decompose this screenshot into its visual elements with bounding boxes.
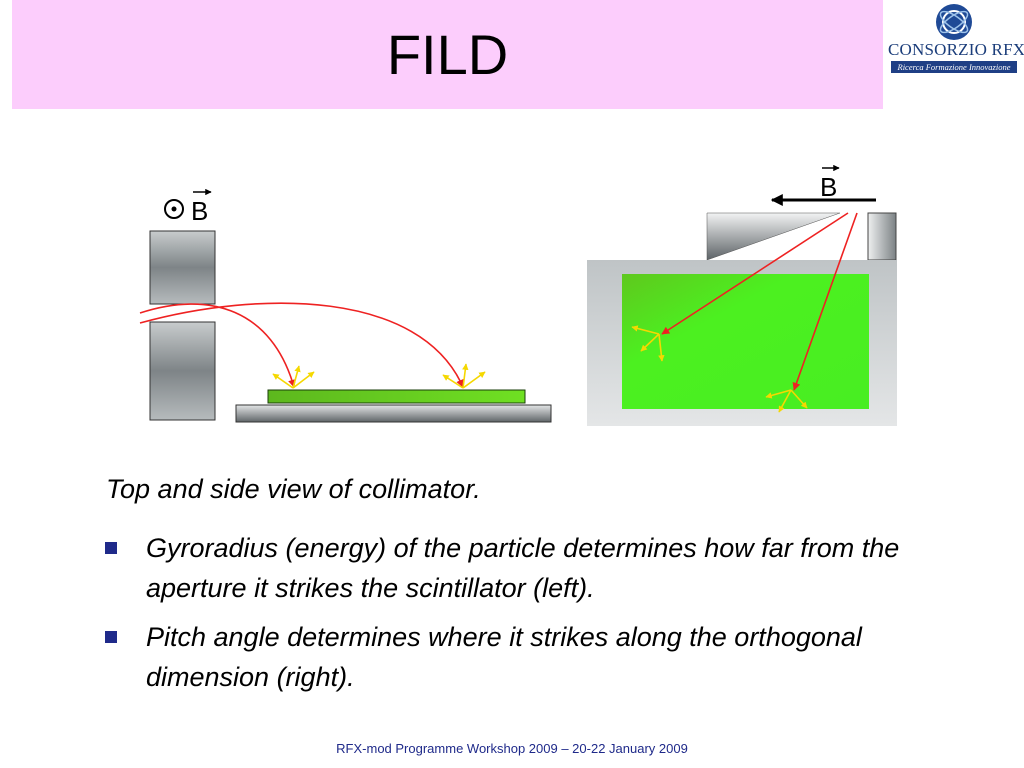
square-bullet-icon xyxy=(105,631,117,643)
b-field-out-of-page-icon xyxy=(164,199,184,219)
right-b-label: B xyxy=(820,172,837,202)
bullet-item: Gyroradius (energy) of the particle dete… xyxy=(100,528,980,608)
short-gyroradius-trajectory xyxy=(139,303,296,388)
consorzio-rfx-logo: CONSORZIO RFX Ricerca Formazione Innovaz… xyxy=(888,2,1024,74)
emission-arrows-upper xyxy=(631,325,665,362)
long-gyroradius-trajectory xyxy=(139,302,464,388)
collimator-side-block xyxy=(867,212,897,261)
collimator-upper-block xyxy=(149,230,216,305)
left-b-label: B xyxy=(191,196,208,226)
square-bullet-icon xyxy=(105,542,117,554)
slide-title: FILD xyxy=(386,23,509,86)
emission-arrows-far xyxy=(442,363,486,389)
collimator-lower-block xyxy=(149,321,216,421)
large-pitch-trajectory xyxy=(792,212,858,391)
figure-caption: Top and side view of collimator. xyxy=(106,474,481,504)
logo-name: CONSORZIO RFX xyxy=(888,40,1024,59)
scintillator-plate xyxy=(267,389,526,404)
emission-arrows-lower xyxy=(765,389,808,413)
left-top-view: B xyxy=(139,188,552,423)
bullet-item: Pitch angle determines where it strikes … xyxy=(100,617,980,697)
collimator-wedge xyxy=(706,212,841,261)
right-side-view: B xyxy=(587,164,897,426)
logo-tagline: Ricerca Formazione Innovazione xyxy=(891,61,1017,73)
collimator-figure: B B xyxy=(139,164,897,426)
detector-base xyxy=(235,404,552,423)
title-band: FILD xyxy=(12,0,883,109)
bullet-text: Gyroradius (energy) of the particle dete… xyxy=(146,533,900,603)
small-pitch-trajectory xyxy=(661,212,849,335)
footer: RFX-mod Programme Workshop 2009 – 20-22 … xyxy=(336,741,688,756)
bullet-list: Gyroradius (energy) of the particle dete… xyxy=(100,528,980,706)
emission-arrows-near xyxy=(272,365,315,389)
bullet-text: Pitch angle determines where it strikes … xyxy=(146,622,862,692)
logo-emblem-icon xyxy=(936,4,972,40)
